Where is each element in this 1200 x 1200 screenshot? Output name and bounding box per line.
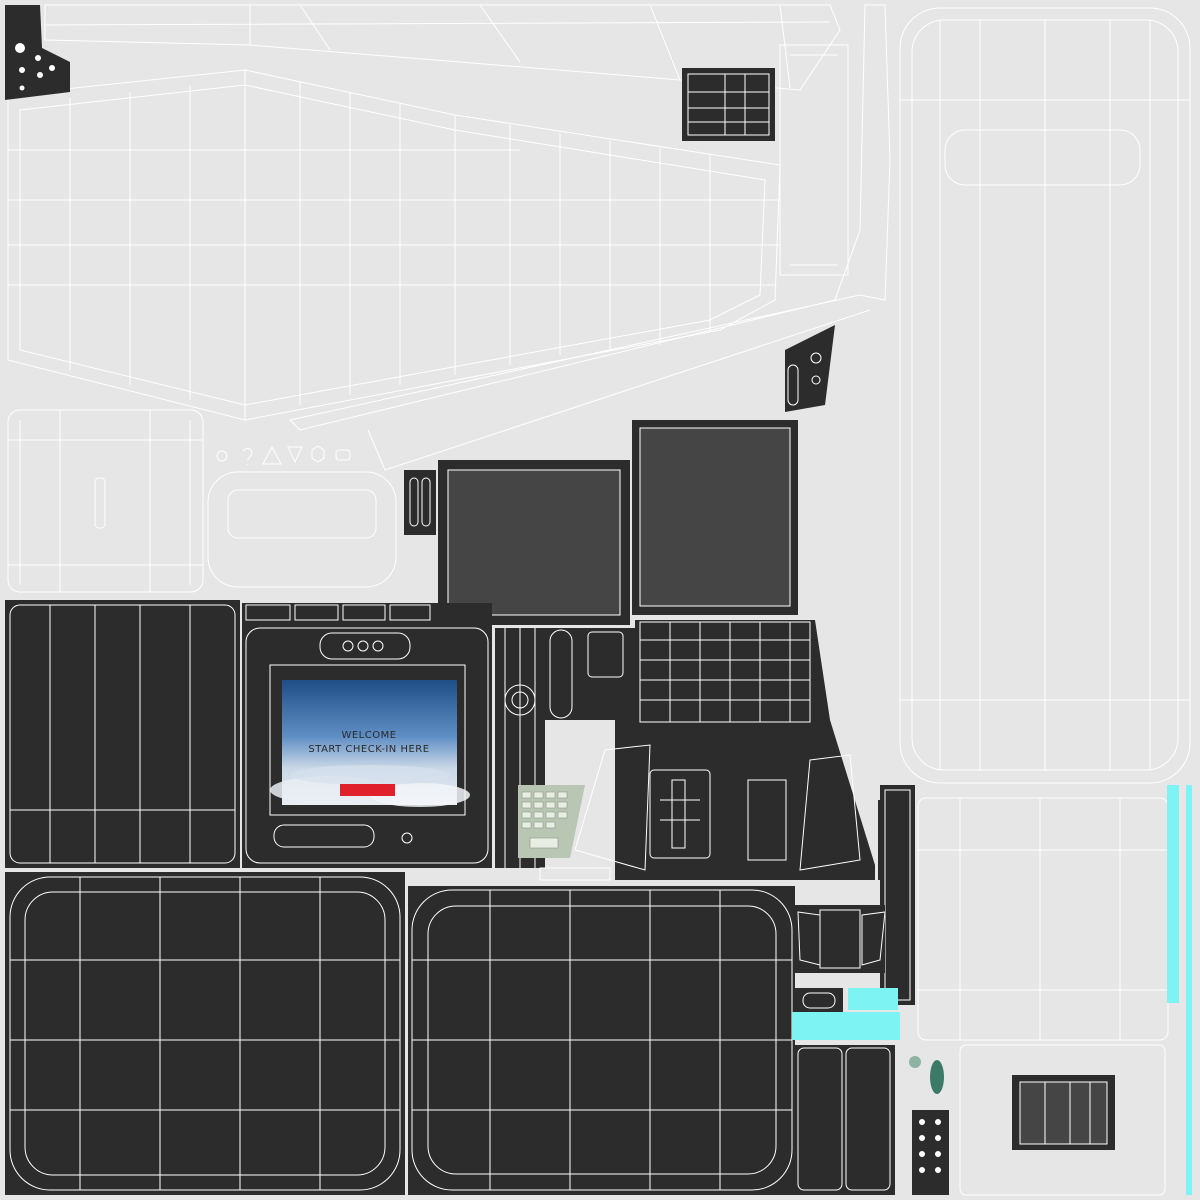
cyan-accents <box>792 785 1192 1195</box>
hazard-icon <box>287 446 303 464</box>
kiosk-screen: WELCOME START CHECK-IN HERE <box>270 680 470 807</box>
green-pill <box>930 1060 944 1094</box>
small-plate-top-left <box>5 5 70 100</box>
light-wire-panels <box>7 4 1191 1196</box>
bottom-right-box <box>959 1044 1166 1196</box>
button-plate <box>912 1110 949 1195</box>
wing-panel-inner <box>19 84 766 406</box>
vent-plate <box>682 68 775 141</box>
hexagon-icon <box>311 445 325 463</box>
gear-icon <box>216 450 228 462</box>
screen-start-button[interactable] <box>340 784 395 796</box>
left-mid-panel <box>7 409 204 593</box>
left-mid-panel-2 <box>207 471 397 588</box>
dark-panels: WELCOME START CHECK-IN HERE <box>5 68 1115 1195</box>
screen-checkin-text: START CHECK-IN HERE <box>308 744 429 755</box>
wing-panel <box>7 69 781 421</box>
badge-icon <box>335 449 351 461</box>
screen-welcome-text: WELCOME <box>341 730 396 741</box>
large-bottom-left-panel <box>5 872 405 1195</box>
left-tall-panel <box>5 600 240 868</box>
right-column <box>779 44 849 276</box>
warning-icon <box>262 445 282 465</box>
tall-right-panel <box>899 7 1191 784</box>
mid-part-box <box>545 628 635 720</box>
keypad-panel <box>518 785 585 858</box>
pillar-strip <box>289 4 891 431</box>
help-icon <box>242 447 253 465</box>
